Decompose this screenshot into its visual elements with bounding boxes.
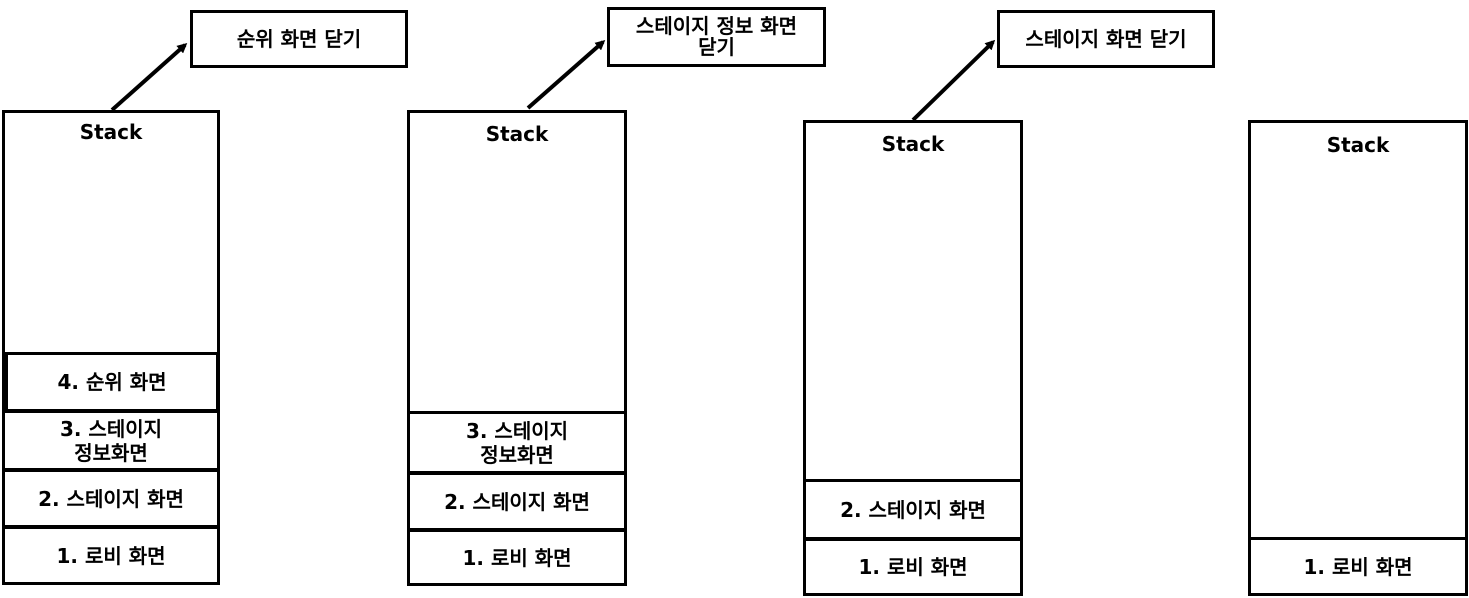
action-close-stage-screen: 스테이지 화면 닫기: [997, 10, 1215, 68]
item-label: 2. 스테이지 화면: [840, 497, 986, 522]
stack-title: Stack: [79, 120, 143, 144]
action-label: 순위 화면 닫기: [236, 26, 362, 51]
item-label: 3. 스테이지 정보화면: [465, 418, 569, 467]
item-label: 1. 로비 화면: [1303, 554, 1413, 579]
action-label: 스테이지 정보 화면 닫기: [635, 14, 798, 59]
item-label: 1. 로비 화면: [858, 555, 968, 579]
stack-4: Stack: [1248, 120, 1468, 596]
item-label: 1. 로비 화면: [462, 545, 572, 570]
stack-3-item-stage-screen: 2. 스테이지 화면: [803, 479, 1023, 540]
stack-4-item-lobby-screen: 1. 로비 화면: [1248, 537, 1468, 596]
action-label: 스테이지 화면 닫기: [1025, 26, 1187, 51]
stack-2-item-lobby-screen: 1. 로비 화면: [407, 529, 627, 586]
stack-title: Stack: [485, 122, 549, 146]
action-close-rank-screen: 순위 화면 닫기: [190, 10, 408, 68]
stack-title: Stack: [1326, 133, 1390, 157]
arrow-stack-3: [911, 39, 996, 122]
stack-1-item-lobby-screen: 1. 로비 화면: [2, 526, 220, 585]
item-label: 2. 스테이지 화면: [38, 486, 184, 511]
item-label: 2. 스테이지 화면: [444, 489, 590, 514]
stack-1-item-stage-screen: 2. 스테이지 화면: [2, 469, 220, 528]
stack-2-item-stage-info-screen: 3. 스테이지 정보화면: [407, 411, 627, 474]
stack-3-item-lobby-screen: 1. 로비 화면: [803, 538, 1023, 596]
item-label: 4. 순위 화면: [57, 370, 167, 394]
stack-title: Stack: [881, 132, 945, 156]
arrow-stack-2: [526, 40, 606, 110]
item-label: 1. 로비 화면: [56, 543, 166, 568]
item-label: 3. 스테이지 정보화면: [59, 416, 163, 465]
stack-1-item-rank-screen: 4. 순위 화면: [5, 352, 219, 412]
arrow-stack-1: [110, 43, 188, 112]
stack-2-item-stage-screen: 2. 스테이지 화면: [407, 472, 627, 531]
stack-1-item-stage-info-screen: 3. 스테이지 정보화면: [2, 410, 220, 471]
action-close-stage-info-screen: 스테이지 정보 화면 닫기: [607, 7, 826, 67]
